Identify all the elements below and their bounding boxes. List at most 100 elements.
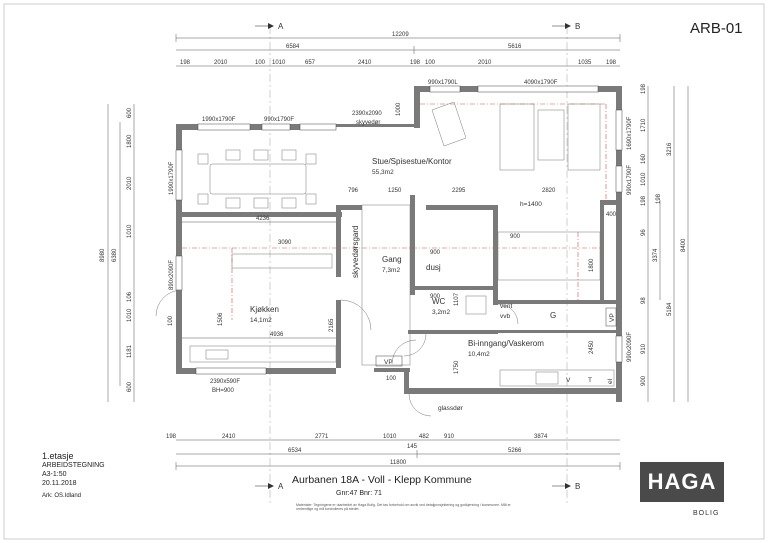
sheet-date: 20.11.2018 <box>42 480 77 487</box>
dim-bottom-chain-5: 910 <box>444 434 455 440</box>
dim-top-chain-3: 1010 <box>272 60 286 66</box>
wall-right-notch <box>600 200 622 205</box>
dim-1250: 1250 <box>388 188 402 194</box>
sheet-info: 1.etasje ARBEIDSTEGNING A3-1:50 20.11.20… <box>42 452 105 501</box>
wall-utility-divider <box>460 330 618 333</box>
wall-step <box>414 86 420 128</box>
dim-top-chain-8: 2010 <box>478 60 492 66</box>
interior-dimensions: 4236 3090 796 1250 2295 2820 900 900 900… <box>168 102 662 382</box>
sheet-author: Ark: OS.Idland <box>42 493 82 499</box>
dim-right-chain-6: 98 <box>641 297 647 304</box>
dim-left-chain-1: 1800 <box>127 134 133 148</box>
section-marker-top-b: B <box>552 22 580 505</box>
dim-left-chain-5: 1010 <box>127 308 133 322</box>
dim-1107: 1107 <box>454 292 460 306</box>
wall-closet-left <box>336 205 341 277</box>
closet-label: skyvedørsgard <box>351 226 360 278</box>
room-name-stue: Stue/Spisestue/Kontor <box>372 157 452 166</box>
dim-bottom-chain-4: 482 <box>419 434 430 440</box>
dim-3090: 3090 <box>278 240 292 246</box>
bottom-dimensions: 198 2410 2771 1010 482 910 3874 145 6534… <box>166 434 621 470</box>
dim-400: 400 <box>606 212 617 218</box>
sheet-border <box>3 3 765 540</box>
dim-top-total: 12209 <box>392 32 409 38</box>
room-area-kjokken: 14,1m2 <box>250 317 272 324</box>
section-label-b-bottom: B <box>575 482 580 491</box>
window-label-6: 1990x1790F <box>169 161 175 195</box>
dim-right-low: 5184 <box>667 302 673 316</box>
logo-subtitle: BOLIG <box>693 510 720 517</box>
dim-100-b: 100 <box>386 376 397 382</box>
dim-right-chain-7: 910 <box>641 343 647 354</box>
dim-left-chain-4: 106 <box>127 291 133 302</box>
label-vp-right: VP <box>609 313 616 322</box>
haga-logo: HAGA <box>640 462 724 502</box>
dim-796: 796 <box>348 188 359 194</box>
wall-wc-top <box>415 286 493 290</box>
window-labels: 1990x1790F 990x1790F 2390x2090 skyvedør … <box>169 80 633 394</box>
dim-900-a: 900 <box>430 250 441 256</box>
section-marker-top-a: A <box>255 22 284 505</box>
wall-bottom-entry <box>374 368 410 372</box>
dim-2165: 2165 <box>329 318 335 332</box>
doors <box>155 289 519 417</box>
dim-left-chain-3: 1010 <box>127 224 133 238</box>
dim-top-chain-6: 198 <box>410 60 421 66</box>
room-area-gang: 7,3m2 <box>382 267 400 274</box>
dim-right-chain-0: 198 <box>641 83 647 94</box>
label-el: el <box>607 378 614 384</box>
dim-top-chain-9: 1035 <box>578 60 592 66</box>
dim-right-outer: 8400 <box>681 238 687 252</box>
wall-kitchen-right <box>336 300 341 368</box>
top-dimensions: 12209 6584 5616 198 2010 100 1010 657 24… <box>175 32 621 67</box>
right-dimensions: 8400 3216 3374 5184 198 1710 160 1010 19… <box>641 83 689 402</box>
wall-gang-right <box>410 195 415 295</box>
window-label-5: 4090x1790F <box>524 80 558 86</box>
label-h1400: h=1400 <box>520 201 542 208</box>
wall-bath-top <box>426 205 498 210</box>
dim-top-chain-2: 100 <box>255 60 266 66</box>
dim-bottom-chain-1: 2410 <box>222 434 236 440</box>
shower-label: dusj <box>426 263 441 272</box>
window-label-10: 990x2090F <box>627 332 633 362</box>
section-label-a-bottom: A <box>278 482 284 491</box>
window-bh-label: BH=900 <box>212 388 235 394</box>
dim-left-chain-7: 600 <box>127 381 133 392</box>
dim-top-chain-5: 2410 <box>358 60 372 66</box>
dim-right-chain-4: 198 <box>641 195 647 206</box>
window-label-8: 990x1790F <box>627 165 633 195</box>
room-area-biinngang: 10,4m2 <box>468 351 490 358</box>
dim-900-c: 900 <box>430 294 441 300</box>
wall-utility-side <box>600 200 604 304</box>
label-v: V <box>566 377 571 384</box>
wall-right <box>616 86 622 402</box>
wall-wc-bottom <box>408 330 498 334</box>
dim-left-chain-2: 2010 <box>127 176 133 190</box>
room-labels: Stue/Spisestue/Kontor 55,3m2 Kjøkken 14,… <box>250 157 544 412</box>
room-name-gang: Gang <box>382 255 402 264</box>
window-label-9: 890x2090F <box>169 260 175 290</box>
slider-label-top: skyvedør <box>356 120 380 126</box>
dim-top-chain-1: 2010 <box>214 60 228 66</box>
property-id: Gnr:47 Bnr: 71 <box>336 490 382 497</box>
dim-left-inner: 6380 <box>112 248 118 262</box>
wall-kitchen-top <box>182 212 342 217</box>
dim-top-left: 6584 <box>286 44 300 50</box>
room-name-kjokken: Kjøkken <box>250 305 279 314</box>
disclaimer-text: Materialer: Tegningene er utarbeidet av … <box>296 503 511 512</box>
label-vp-bottom: VP <box>384 359 393 366</box>
dim-right-chain-3: 1010 <box>641 172 647 186</box>
dim-bottom-left: 6534 <box>288 448 302 454</box>
dim-bottom-chain-0: 198 <box>166 434 177 440</box>
label-vvb: vvb <box>500 313 511 320</box>
label-t: T <box>588 377 592 384</box>
dim-1750: 1750 <box>454 360 460 374</box>
label-vent: vent <box>500 303 512 310</box>
dim-right-inner: 3216 <box>667 142 673 156</box>
project-address: Aurbanen 18A - Voll - Klepp Kommune <box>292 474 472 486</box>
dim-top-right: 5616 <box>508 44 522 50</box>
dim-bottom-right: 5266 <box>508 448 522 454</box>
dim-left-chain-0: 600 <box>127 107 133 118</box>
window-label-11: 2390x590F <box>210 379 240 385</box>
dim-1800: 1800 <box>589 258 595 272</box>
